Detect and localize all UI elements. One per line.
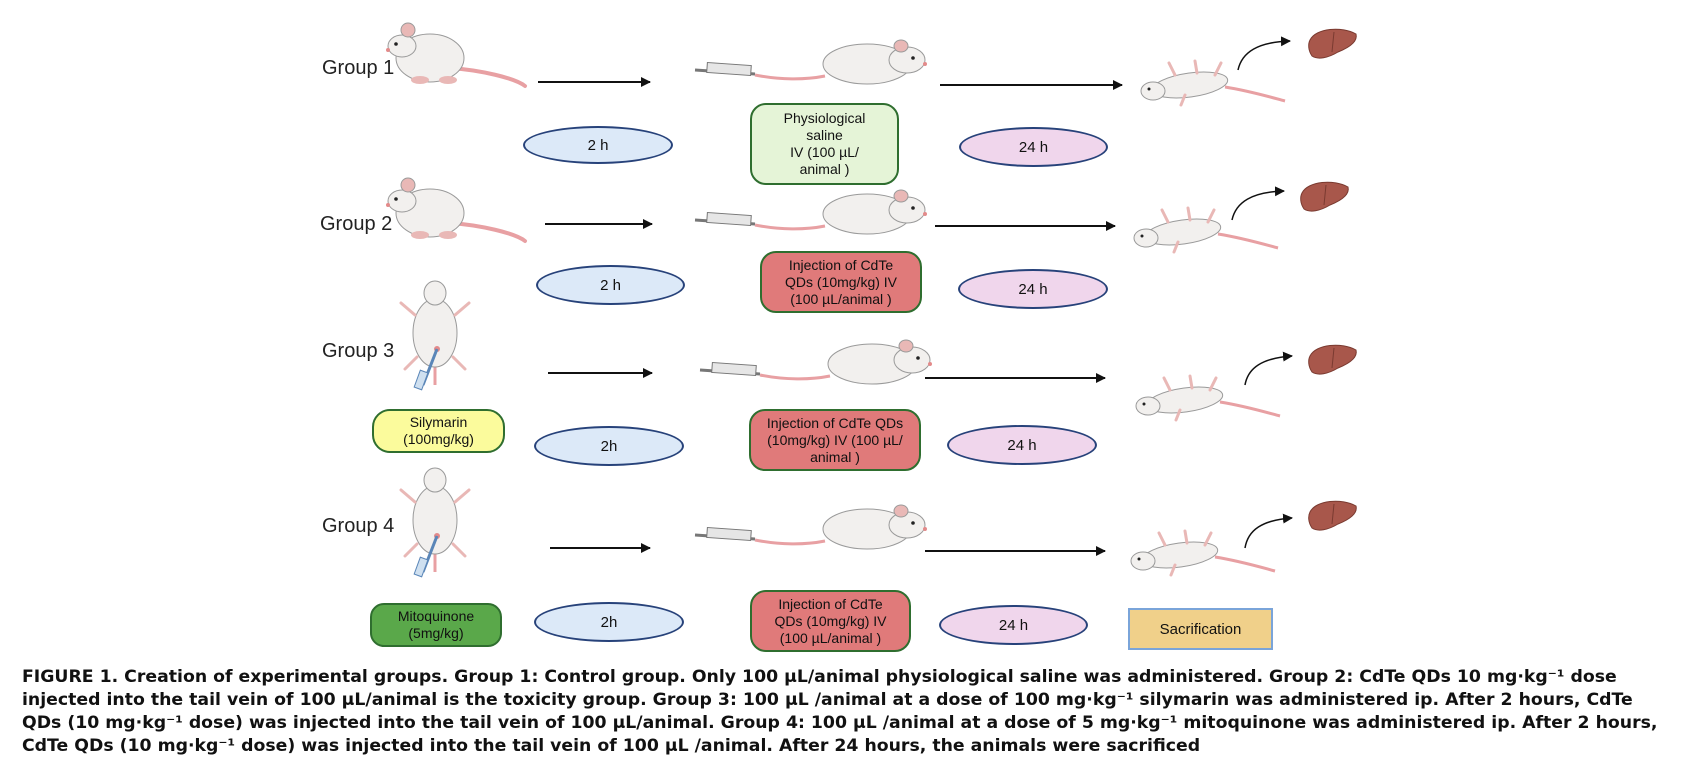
liver-icon <box>1308 28 1357 59</box>
injection-box-group-1: Physiological saline IV (100 µL/ animal … <box>750 103 899 185</box>
wait-2h-ellipse-group-3: 2h <box>534 426 684 466</box>
wait-2h-ellipse-group-1: 2 h <box>523 126 673 164</box>
dead-rat-icon <box>1132 206 1280 254</box>
curved-arrow-icon <box>1231 186 1285 221</box>
dead-rat-icon <box>1139 59 1287 107</box>
rat-tail-injection-icon <box>698 338 934 386</box>
wait-24h-ellipse-group-4: 24 h <box>939 605 1088 645</box>
wait-2h-ellipse-group-4: 2h <box>534 602 684 642</box>
injection-box-group-3: Injection of CdTe QDs (10mg/kg) IV (100 … <box>749 409 921 471</box>
injection-box-group-4: Injection of CdTe QDs (10mg/kg) IV (100 … <box>750 590 911 652</box>
mitoquinone-box: Mitoquinone (5mg/kg) <box>370 603 502 647</box>
supine-rat-icon <box>399 466 471 579</box>
rat-tail-injection-icon <box>693 188 929 236</box>
liver-icon <box>1300 181 1349 212</box>
sacrification-box: Sacrification <box>1128 608 1273 650</box>
rat-tail-injection-icon <box>693 38 929 86</box>
wait-24h-ellipse-group-3: 24 h <box>947 425 1097 465</box>
group-4-label: Group 4 <box>322 515 395 537</box>
group-1-label: Group 1 <box>322 57 395 79</box>
injection-box-group-2: Injection of CdTe QDs (10mg/kg) IV (100 … <box>760 251 922 313</box>
dead-rat-icon <box>1129 529 1277 577</box>
dead-rat-icon <box>1134 374 1282 422</box>
wait-24h-ellipse-group-1: 24 h <box>959 127 1108 167</box>
rat-icon <box>384 21 527 88</box>
rat-tail-injection-icon <box>693 503 929 551</box>
rat-icon <box>384 176 527 243</box>
curved-arrow-icon <box>1244 351 1293 386</box>
liver-icon <box>1308 344 1357 375</box>
wait-2h-ellipse-group-2: 2 h <box>536 265 685 305</box>
curved-arrow-icon <box>1237 36 1291 71</box>
wait-24h-ellipse-group-2: 24 h <box>958 269 1108 309</box>
group-2-label: Group 2 <box>320 213 393 235</box>
supine-rat-icon <box>399 279 471 392</box>
silymarin-box: Silymarin (100mg/kg) <box>372 409 505 453</box>
figure-caption: FIGURE 1. Creation of experimental group… <box>22 667 1658 756</box>
liver-icon <box>1308 500 1357 531</box>
curved-arrow-icon <box>1244 513 1293 549</box>
group-3-label: Group 3 <box>322 340 395 362</box>
